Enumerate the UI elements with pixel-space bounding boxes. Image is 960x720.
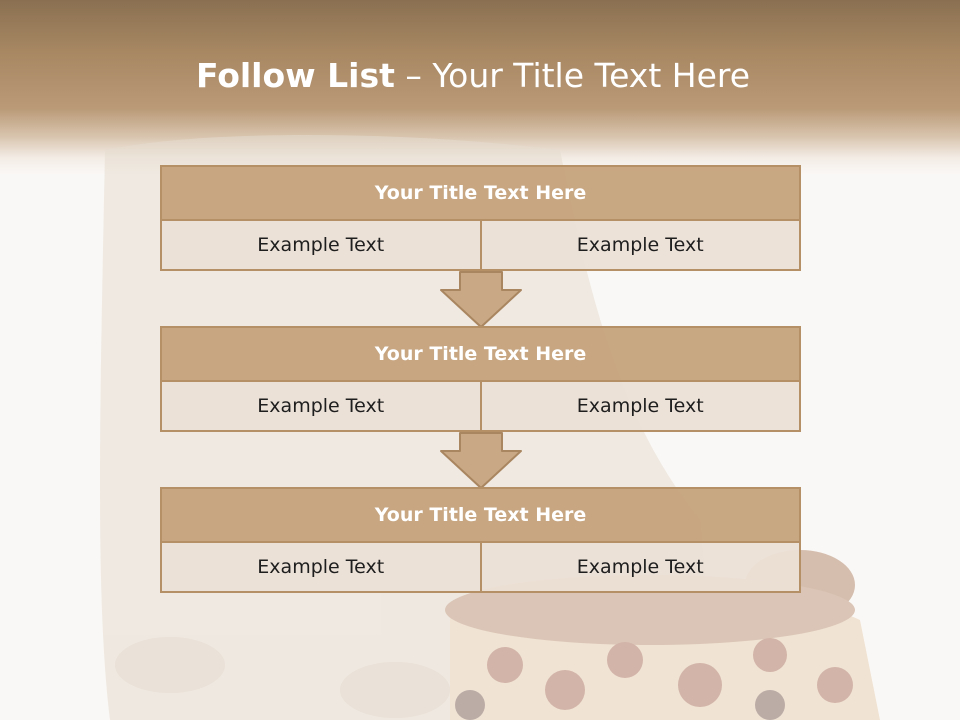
- list-block-cell-left: Example Text: [160, 221, 482, 271]
- slide-title: Follow List – Your Title Text Here: [0, 56, 946, 95]
- down-arrow-icon: [440, 271, 522, 328]
- list-block-cell-right: Example Text: [481, 382, 801, 432]
- list-block-3: Your Title Text Here Example Text Exampl…: [160, 487, 801, 593]
- list-block-row: Example Text Example Text: [160, 221, 801, 271]
- list-block-row: Example Text Example Text: [160, 543, 801, 593]
- list-block-title: Your Title Text Here: [160, 487, 801, 543]
- list-block-cell-left: Example Text: [160, 543, 482, 593]
- list-block-title: Your Title Text Here: [160, 165, 801, 221]
- down-arrow-icon: [440, 432, 522, 489]
- list-block-2: Your Title Text Here Example Text Exampl…: [160, 326, 801, 432]
- slide-title-bold: Follow List: [195, 56, 395, 95]
- list-block-row: Example Text Example Text: [160, 382, 801, 432]
- list-block-cell-right: Example Text: [481, 221, 801, 271]
- slide-title-rest: – Your Title Text Here: [394, 56, 751, 95]
- list-block-title: Your Title Text Here: [160, 326, 801, 382]
- list-block-cell-right: Example Text: [481, 543, 801, 593]
- list-block-cell-left: Example Text: [160, 382, 482, 432]
- list-block-1: Your Title Text Here Example Text Exampl…: [160, 165, 801, 271]
